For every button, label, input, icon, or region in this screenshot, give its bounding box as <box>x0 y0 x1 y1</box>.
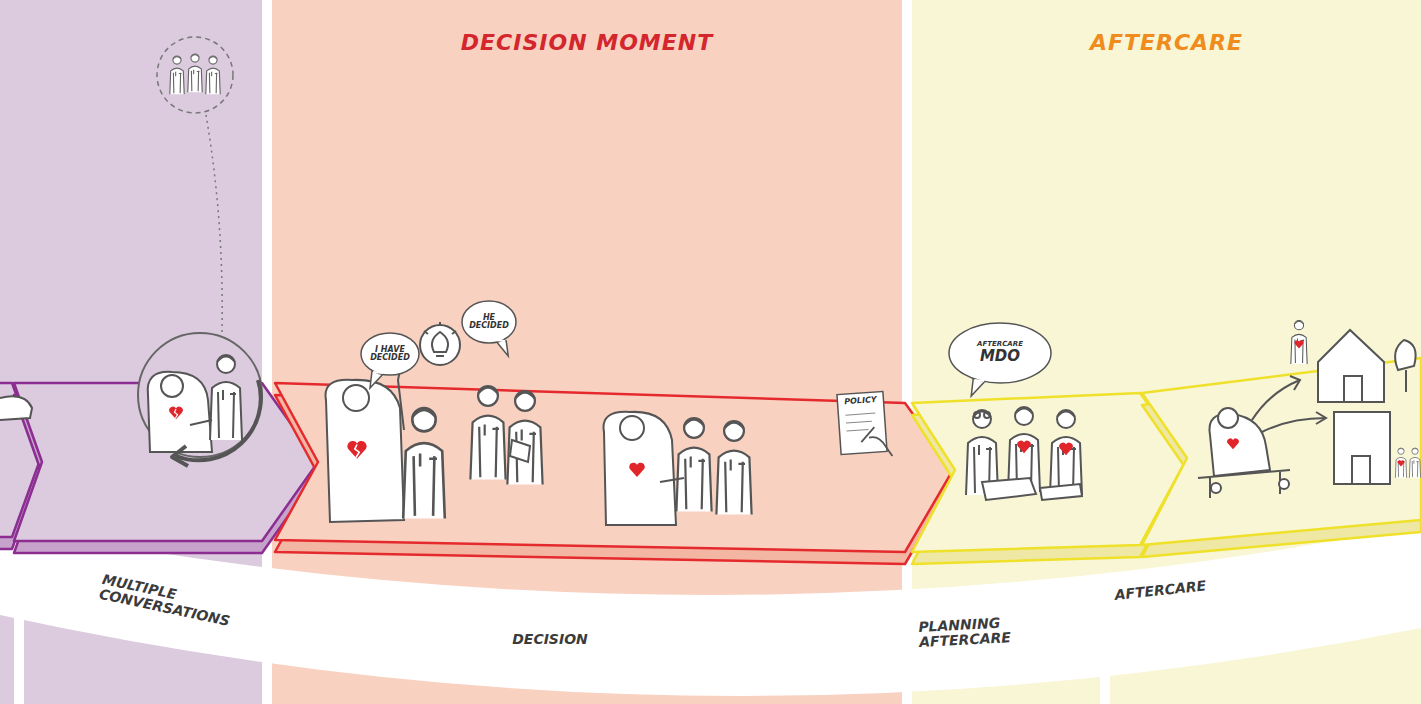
heart <box>1295 340 1304 348</box>
speech-bubble: I HAVE DECIDED <box>360 332 420 376</box>
heart <box>629 463 644 477</box>
thought-leader <box>206 115 222 332</box>
nurse-figure <box>403 408 445 519</box>
care-team <box>676 418 751 515</box>
cycle-arrowhead <box>172 446 188 466</box>
bubble-tail-cover <box>974 380 984 381</box>
nurse-person <box>676 418 711 512</box>
team-person <box>170 56 184 94</box>
cycle-arrow <box>176 380 261 460</box>
staff-person <box>1409 448 1420 478</box>
chevron-step <box>912 393 1187 552</box>
building-door <box>1352 456 1370 484</box>
speech-bubble: AFTERCAREMDO <box>948 322 1052 384</box>
paper-outline <box>837 391 887 454</box>
transfer-arrow <box>1252 380 1300 420</box>
bubble-outline <box>462 301 516 343</box>
house-door <box>1344 376 1362 402</box>
patient-head <box>343 385 369 411</box>
transfer-arrow <box>1262 418 1326 432</box>
nurse-figure <box>210 355 242 440</box>
holding-hands <box>190 420 212 425</box>
team-person <box>188 54 202 92</box>
broken-heart <box>347 441 366 459</box>
bubble-text: MDO <box>980 349 1020 365</box>
aftercare-meeting-sketch <box>966 407 1082 500</box>
heart <box>1017 441 1031 454</box>
staff-person <box>1050 410 1082 495</box>
clipboard <box>510 440 530 462</box>
transfer-arrowhead <box>1290 376 1300 390</box>
thought-circle <box>157 37 233 113</box>
doctor-person <box>507 391 542 485</box>
bubble-outline <box>949 323 1051 383</box>
broken-heart <box>169 407 183 420</box>
conversation-sketch <box>138 37 262 466</box>
bed-wheel <box>1279 479 1289 489</box>
nurse-person <box>403 408 445 519</box>
bubble-outline <box>361 333 419 375</box>
bubble-tail-cover <box>373 372 383 373</box>
staff-pair <box>470 386 542 485</box>
phase-title: AFTERCARE <box>912 30 1421 55</box>
bubble-text: AFTERCARE <box>977 341 1023 348</box>
writing-hand <box>860 426 892 458</box>
bed-sketch <box>0 396 32 420</box>
focus-circle <box>138 333 262 457</box>
speech-bubble: HE DECIDED <box>461 300 517 344</box>
bubble-text: HE DECIDED <box>469 314 509 331</box>
stage-label: DECISION <box>498 632 602 647</box>
care-building <box>1334 412 1390 484</box>
team-figures <box>170 54 220 94</box>
patient-head <box>1218 408 1238 428</box>
nurse-person <box>210 355 242 440</box>
facility-staff <box>1395 448 1420 478</box>
patient-head <box>161 375 183 397</box>
heart <box>1398 460 1405 466</box>
patient-blanket <box>326 380 404 522</box>
stage-label: PLANNING AFTERCARE <box>918 614 1031 651</box>
bed-wheel <box>1211 483 1221 493</box>
writing-lines <box>845 413 876 431</box>
bed-frame <box>1198 470 1290 498</box>
staff-person <box>1395 448 1406 478</box>
doctor-person <box>716 421 751 515</box>
glasses <box>984 412 990 418</box>
bubble-tail-cover <box>495 340 505 341</box>
glasses <box>974 412 980 418</box>
policy-paper: POLICY <box>836 390 888 455</box>
patient-head <box>620 416 644 440</box>
bubble-tail <box>971 379 985 396</box>
transfer-arrowhead <box>1316 412 1326 424</box>
patient-blanket <box>604 412 676 525</box>
patient-blanket <box>148 372 212 452</box>
nurse-person <box>470 386 505 480</box>
team-person <box>206 56 220 94</box>
tree <box>1395 340 1416 392</box>
heart <box>1227 439 1239 450</box>
holding-hands <box>660 478 684 482</box>
phase-title: DECISION MOMENT <box>272 30 902 55</box>
bubble-text: I HAVE DECIDED <box>368 346 411 363</box>
meeting-papers <box>982 478 1082 500</box>
heart <box>1059 443 1073 456</box>
